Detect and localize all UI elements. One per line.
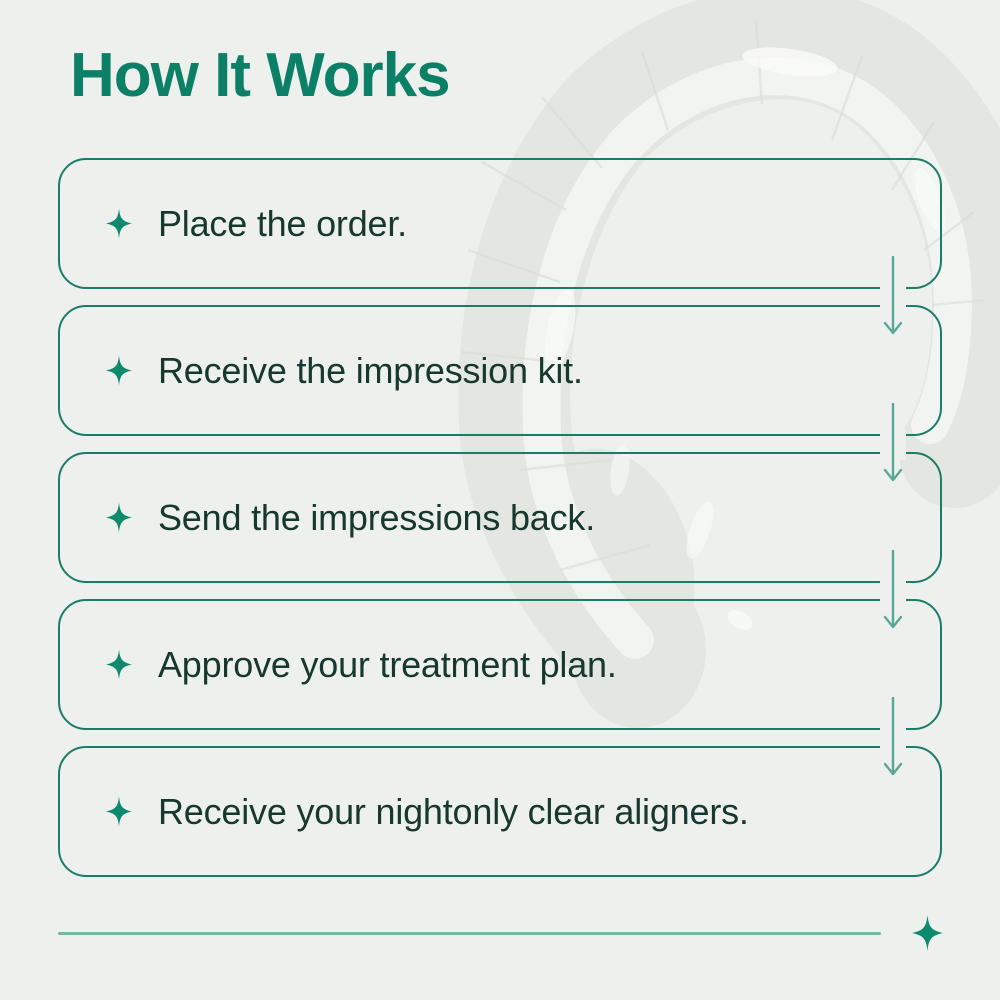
sparkle-icon xyxy=(106,796,132,827)
step-label: Receive the impression kit. xyxy=(158,349,583,391)
page-title: How It Works xyxy=(70,41,451,110)
step-box-5: Receive your nightonly clear aligners. xyxy=(58,746,942,877)
arrow-down-icon xyxy=(883,697,903,776)
arrow-down-icon xyxy=(883,256,903,335)
sparkle-icon xyxy=(106,502,132,533)
step-label: Place the order. xyxy=(158,202,407,244)
step-box-3: Send the impressions back. xyxy=(58,452,942,583)
sparkle-icon xyxy=(912,915,943,951)
arrow-down-icon xyxy=(883,550,903,629)
step-label: Send the impressions back. xyxy=(158,496,596,538)
sparkle-icon xyxy=(106,208,132,239)
footer-divider xyxy=(58,932,881,935)
arrow-down-icon xyxy=(883,403,903,482)
step-label: Receive your nightonly clear aligners. xyxy=(158,790,749,832)
step-box-4: Approve your treatment plan. xyxy=(58,599,942,730)
sparkle-icon xyxy=(106,649,132,680)
aligner-arch xyxy=(458,0,1000,728)
step-box-1: Place the order. xyxy=(58,158,942,289)
step-box-2: Receive the impression kit. xyxy=(58,305,942,436)
step-label: Approve your treatment plan. xyxy=(158,643,617,685)
sparkle-icon xyxy=(106,355,132,386)
